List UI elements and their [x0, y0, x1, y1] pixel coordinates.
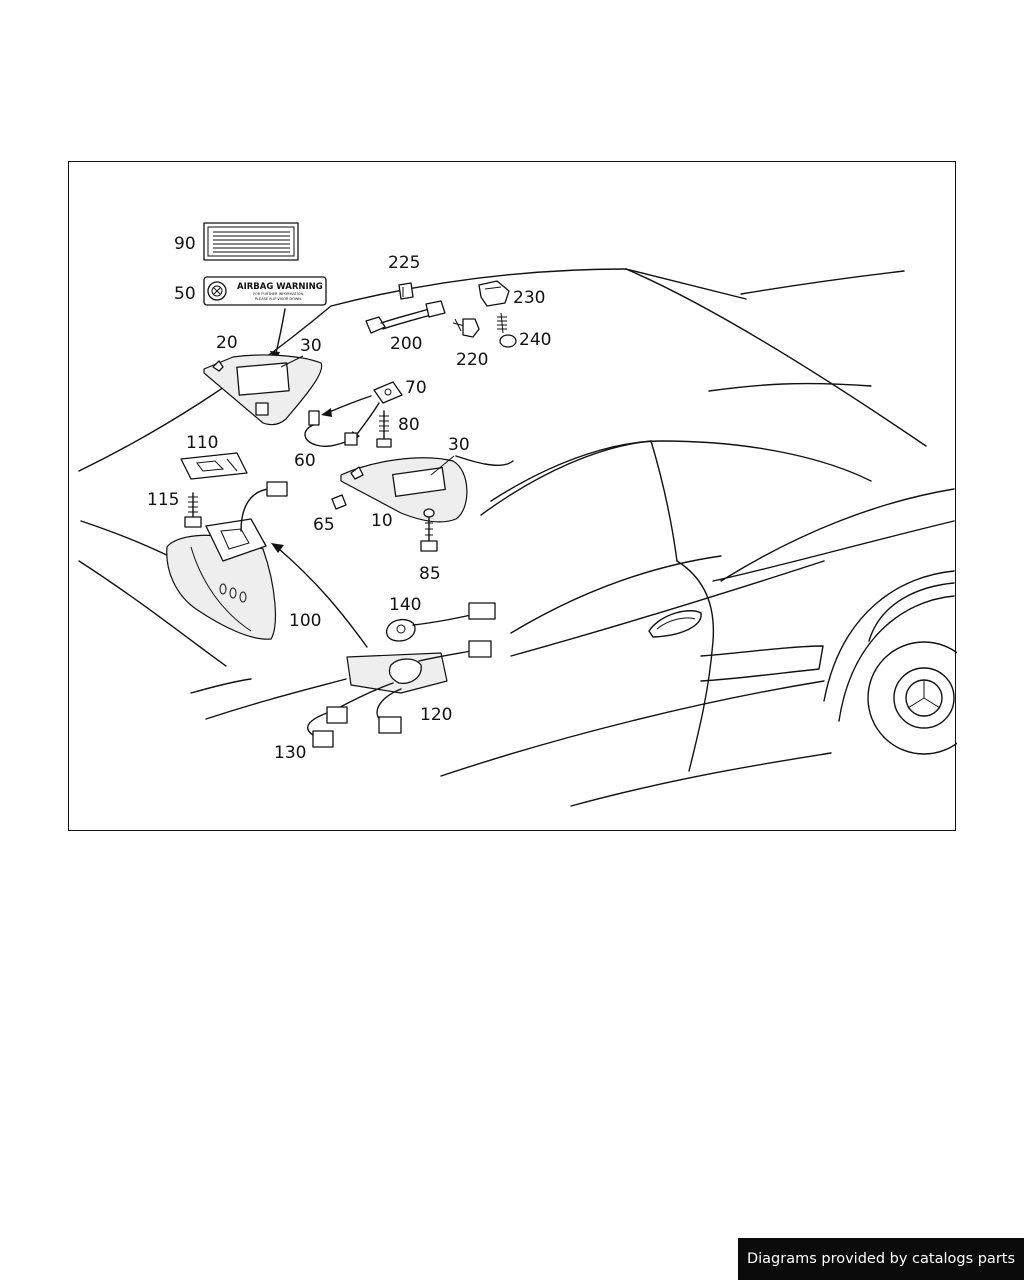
part-20-left-sun-visor — [203, 354, 323, 426]
warning-line-1: FOR FURTHER INFORMATION, — [253, 292, 304, 296]
part-label-230: 230 — [513, 288, 545, 308]
part-label-225: 225 — [388, 253, 420, 273]
part-label-20: 20 — [216, 333, 238, 353]
part-label-110: 110 — [186, 433, 218, 453]
part-225-clip — [398, 282, 414, 300]
part-230-bracket — [478, 280, 510, 307]
arrow-120-to-mirror — [278, 548, 368, 648]
leader-30b — [430, 455, 455, 476]
arrow-70-to-60 — [326, 395, 372, 414]
part-label-90: 90 — [174, 234, 196, 254]
part-label-30b: 30 — [448, 435, 470, 455]
part-60-wire-harness — [304, 410, 358, 448]
part-label-100: 100 — [289, 611, 321, 631]
part-140-sensor — [385, 602, 496, 642]
part-label-80: 80 — [398, 415, 420, 435]
arrow-70-to-connector — [354, 402, 380, 438]
credit-banner: Diagrams provided by catalogs parts — [738, 1238, 1024, 1280]
part-label-130: 130 — [274, 743, 306, 763]
part-label-200: 200 — [390, 334, 422, 354]
leader-30a — [280, 355, 304, 368]
arrow-head-120 — [271, 543, 284, 553]
part-label-115: 115 — [147, 490, 179, 510]
part-120-mirror-base — [307, 640, 492, 748]
part-label-85: 85 — [419, 564, 441, 584]
warning-line-2: PLEASE FLIP VISOR DOWN. — [255, 297, 302, 301]
part-240-screw — [497, 312, 517, 348]
part-115-screw — [184, 492, 202, 528]
part-110-bracket — [180, 452, 248, 480]
part-label-220: 220 — [456, 350, 488, 370]
part-label-65: 65 — [313, 515, 335, 535]
arrow-head-70a — [321, 408, 332, 417]
part-90-label-plate — [203, 222, 299, 261]
part-80-screw — [376, 410, 392, 448]
part-label-10: 10 — [371, 511, 393, 531]
car-outline — [78, 268, 957, 807]
part-200-grab-handle — [365, 300, 446, 334]
part-10-right-sun-visor — [340, 457, 468, 523]
part-label-120: 120 — [420, 705, 452, 725]
part-50-airbag-warning-label: AIRBAG WARNING FOR FURTHER INFORMATION, … — [203, 276, 327, 306]
part-label-70: 70 — [405, 378, 427, 398]
part-label-240: 240 — [519, 330, 551, 350]
part-label-140: 140 — [389, 595, 421, 615]
part-label-50: 50 — [174, 284, 196, 304]
part-85-screw — [420, 508, 438, 552]
part-220-bolt — [452, 318, 480, 338]
part-100-rear-view-mirror — [166, 481, 288, 640]
part-65-clip — [331, 494, 347, 510]
parts-diagram: AIRBAG WARNING FOR FURTHER INFORMATION, … — [78, 222, 957, 807]
warning-title: AIRBAG WARNING — [237, 282, 323, 292]
part-70-clip — [373, 381, 403, 404]
part-label-60: 60 — [294, 451, 316, 471]
credit-text: Diagrams provided by catalogs parts — [746, 1251, 1016, 1267]
diagram-frame: AIRBAG WARNING FOR FURTHER INFORMATION, … — [68, 161, 957, 831]
arrow-label-to-visor — [274, 308, 286, 358]
part-label-30a: 30 — [300, 336, 322, 356]
